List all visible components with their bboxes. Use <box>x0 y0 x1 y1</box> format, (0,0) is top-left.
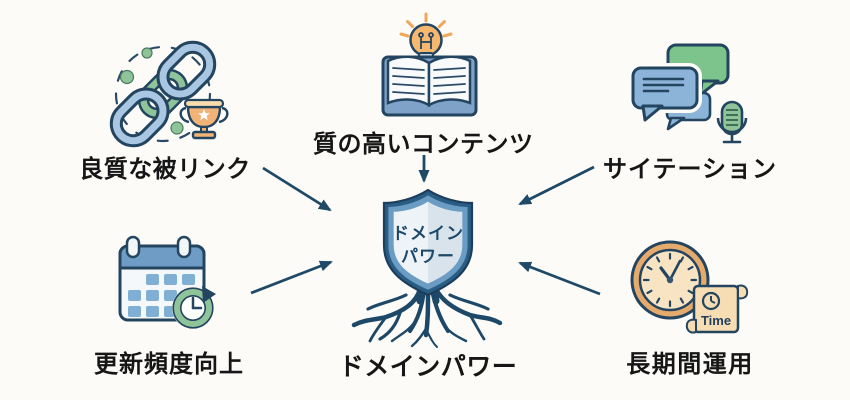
shield-roots-icon: ドメイン パワー <box>351 188 503 348</box>
arrow-citation-to-center <box>518 165 595 206</box>
time-scroll-icon: Time <box>685 284 749 334</box>
refresh-clock-icon <box>172 286 216 329</box>
clock-time-scroll-icon: Time <box>630 240 749 334</box>
label-quality-content: 質の高いコンテンツ <box>313 131 534 158</box>
label-update-frequency: 更新頻度向上 <box>94 351 244 378</box>
calendar-refresh-icon <box>118 235 216 329</box>
label-quality-backlinks: 良質な被リンク <box>79 156 251 183</box>
microphone-icon <box>716 100 748 144</box>
roots <box>351 283 503 348</box>
scroll-time-text: Time <box>701 313 731 328</box>
arrow-backlinks-to-center <box>262 166 332 212</box>
arrow-update-to-center <box>250 260 333 295</box>
book-lightbulb-icon <box>381 12 478 117</box>
shield-text-line1: ドメイン <box>392 224 464 243</box>
speech-bubbles-mic-icon <box>630 43 748 144</box>
label-long-term-operation: 長期間運用 <box>626 351 754 378</box>
shield-text-line2: パワー <box>401 247 455 266</box>
arrow-longterm-to-center <box>518 261 601 296</box>
label-domain-power: ドメインパワー <box>338 353 518 381</box>
chain-link-trophy-icon <box>109 40 229 148</box>
label-citation: サイテーション <box>602 156 778 183</box>
speech-bubble-main <box>630 63 702 125</box>
trophy-icon <box>179 98 229 140</box>
